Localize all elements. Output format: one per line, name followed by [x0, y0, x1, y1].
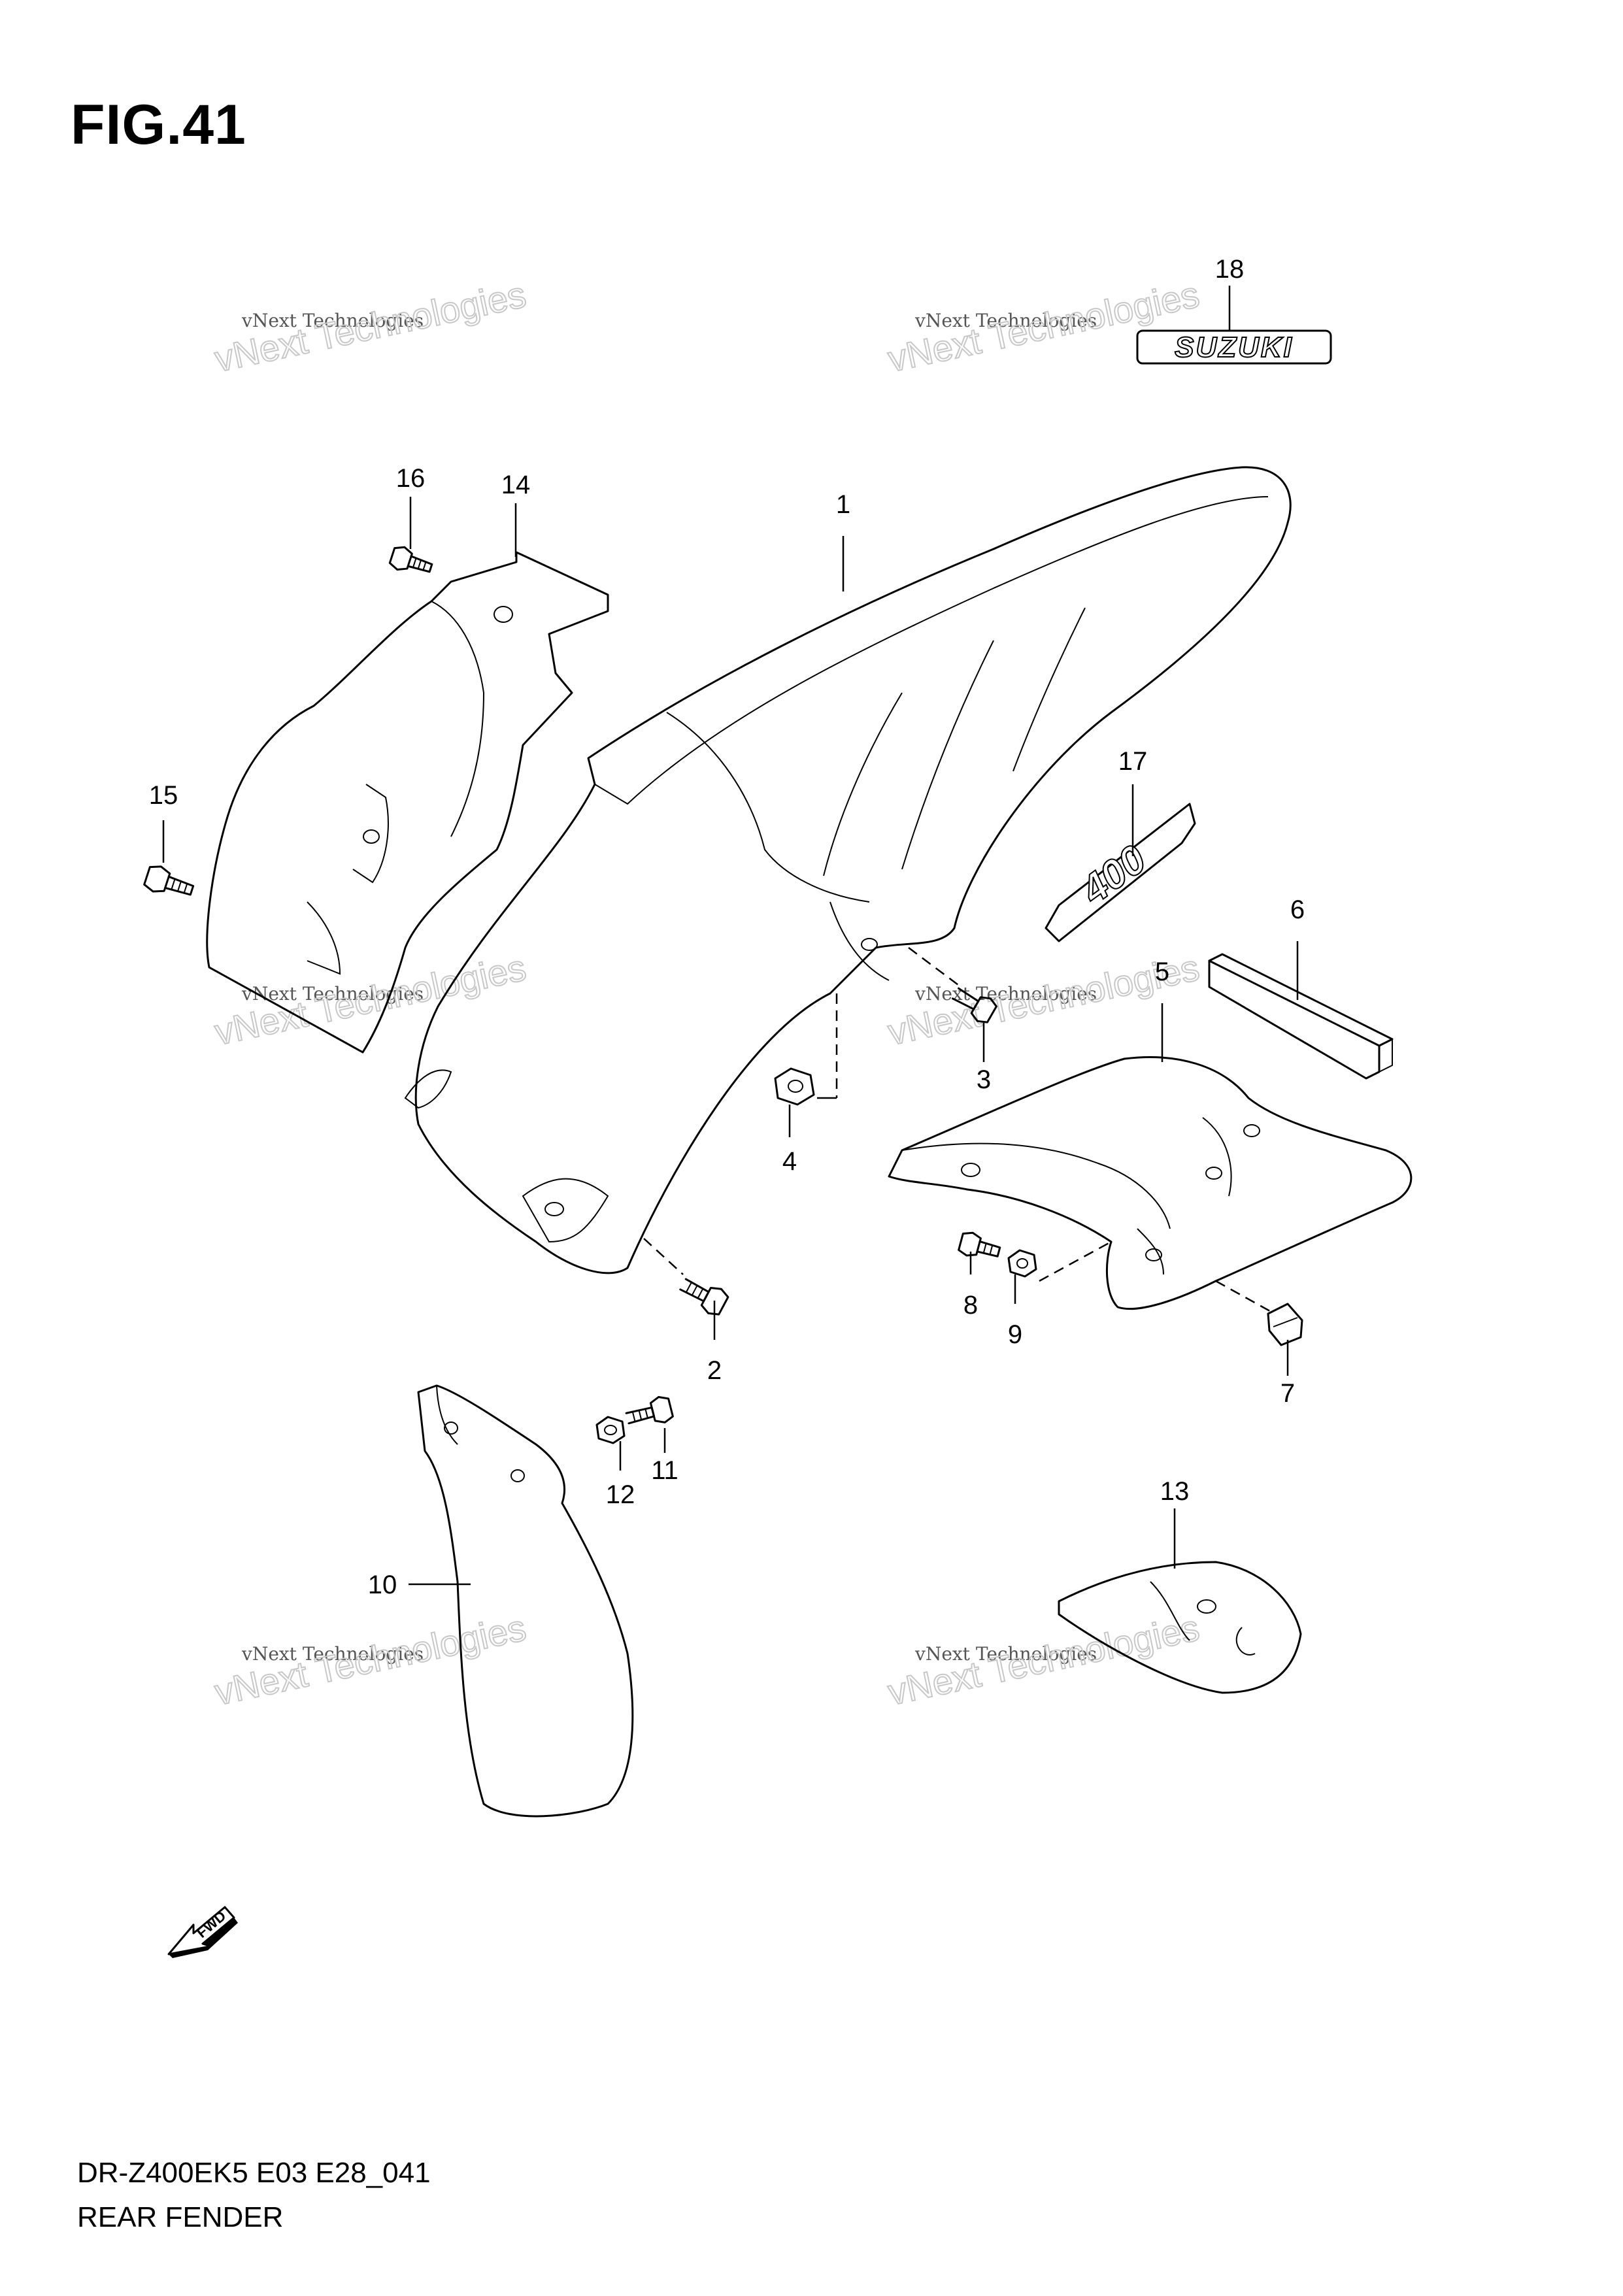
callout-13: 13	[1160, 1477, 1190, 1506]
fastener-2-bolt	[679, 1278, 729, 1316]
callout-4: 4	[782, 1147, 797, 1176]
part-13-pad	[1058, 1561, 1302, 1694]
fastener-11-bolt	[625, 1396, 674, 1425]
callout-8: 8	[963, 1291, 978, 1320]
part-10-mud-flap	[417, 1384, 634, 1818]
fastener-9-washer	[1007, 1249, 1037, 1278]
footer-model-code: DR-Z400EK5 E03 E28_041	[77, 2157, 431, 2189]
watermark-group: vNext Technologies vNext Technologies vN…	[210, 273, 1203, 1713]
fastener-12-washer	[595, 1416, 626, 1444]
part-5-inner-fender	[888, 1056, 1413, 1310]
fastener-16-bolt	[388, 546, 433, 573]
callout-16: 16	[396, 464, 426, 493]
callout-7: 7	[1280, 1379, 1295, 1408]
callout-numbers: 1 2 3 4 5 6 7 8 9 10 11 12 13 14 15 16 1…	[149, 255, 1305, 1599]
callout-12: 12	[606, 1480, 635, 1509]
callout-3: 3	[977, 1065, 991, 1094]
fastener-3-bolt	[952, 987, 997, 1023]
decal-17-model: 400	[1045, 803, 1196, 942]
callout-15: 15	[149, 781, 178, 810]
callout-6: 6	[1290, 895, 1305, 924]
fastener-7-clip-nut	[1267, 1303, 1303, 1346]
decal-18-suzuki: SUZUKI	[1136, 329, 1332, 365]
part-1-rear-fender	[404, 466, 1292, 1274]
watermark-text-small: vNext Technologies	[241, 310, 424, 331]
fwd-arrow: FWD	[167, 1906, 238, 1958]
callout-14: 14	[501, 471, 531, 499]
watermark-3: vNext Technologies vNext Technologies	[210, 946, 530, 1053]
callout-17: 17	[1118, 747, 1148, 776]
callout-18: 18	[1215, 255, 1245, 284]
watermark-text-small: vNext Technologies	[241, 1643, 424, 1665]
leader-lines	[162, 286, 1299, 1586]
footer-figure-name: REAR FENDER	[77, 2201, 284, 2233]
callout-2: 2	[707, 1356, 722, 1385]
decal-model-text: 400	[1072, 837, 1154, 914]
watermark-text-small: vNext Technologies	[914, 983, 1097, 1005]
fastener-15-bolt	[143, 865, 195, 896]
watermark-1: vNext Technologies vNext Technologies	[210, 273, 530, 380]
figure-title: FIG.41	[71, 93, 246, 156]
callout-11: 11	[651, 1456, 678, 1485]
callout-10: 10	[368, 1571, 397, 1599]
fastener-4-nut	[774, 1067, 815, 1106]
callout-5: 5	[1155, 957, 1169, 986]
fastener-8-bolt	[958, 1231, 1001, 1257]
watermark-5: vNext Technologies vNext Technologies	[210, 1606, 530, 1713]
callout-9: 9	[1008, 1320, 1022, 1349]
part-14-mud-guard	[206, 551, 609, 1054]
watermark-6: vNext Technologies vNext Technologies	[884, 1606, 1203, 1713]
watermark-text-small: vNext Technologies	[914, 1643, 1097, 1665]
decal-brand-text: SUZUKI	[1175, 331, 1294, 363]
callout-1: 1	[836, 490, 850, 519]
watermark-text-small: vNext Technologies	[914, 310, 1097, 331]
part-6-sponge-block	[1208, 953, 1394, 1080]
